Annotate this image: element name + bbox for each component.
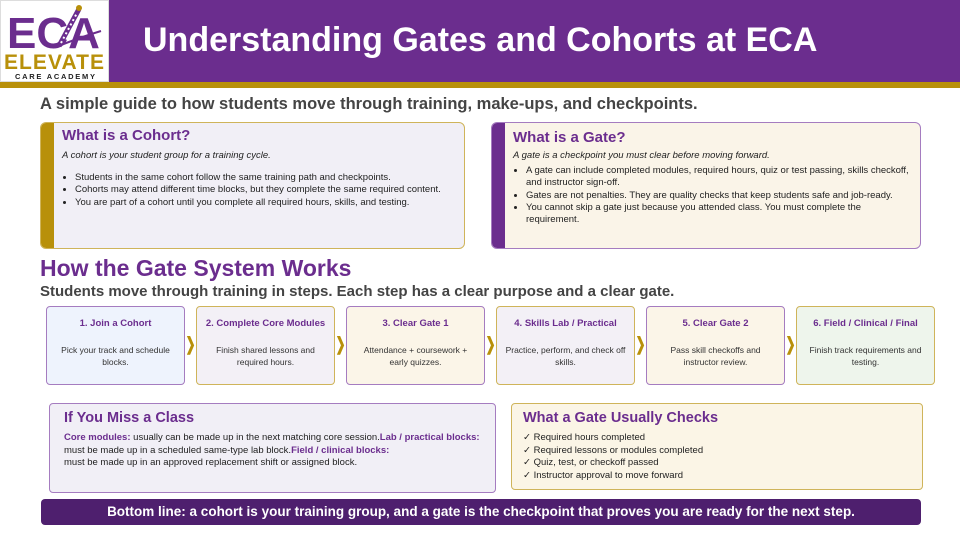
- step-description: Attendance + coursework + early quizzes.: [363, 345, 468, 367]
- check-item: ✓ Required lessons or modules completed: [523, 444, 704, 456]
- missed-class-title: If You Miss a Class: [64, 410, 195, 426]
- step-card: 3. Clear Gate 1 Attendance + coursework +…: [346, 306, 485, 385]
- gate-title: What is a Gate?: [513, 129, 626, 146]
- gate-bullet: Gates are not penalties. They are qualit…: [526, 190, 912, 202]
- cohort-bullet: Cohorts may attend different time blocks…: [75, 184, 461, 196]
- page-subtitle: A simple guide to how students move thro…: [40, 95, 698, 113]
- chevron-right-icon: ❯: [785, 333, 796, 355]
- gate-checks-card: What a Gate Usually Checks ✓ Required ho…: [511, 403, 923, 490]
- gate-bullet: A gate can include completed modules, re…: [526, 165, 912, 190]
- svg-text:ECA: ECA: [7, 9, 100, 58]
- gate-lead: A gate is a checkpoint you must clear be…: [513, 150, 770, 161]
- missed-class-text: Core modules: usually can be made up in …: [64, 432, 480, 468]
- svg-text:ELEVATE: ELEVATE: [4, 51, 104, 74]
- gold-stripe: [0, 82, 960, 88]
- card-accent-bar: [41, 123, 54, 248]
- check-item: ✓ Required hours completed: [523, 432, 646, 443]
- chevron-right-icon: ❯: [185, 333, 196, 355]
- missed-class-card: If You Miss a Class Core modules: usuall…: [49, 403, 496, 493]
- chevron-right-icon: ❯: [335, 333, 346, 355]
- step-card: 5. Clear Gate 2 Pass skill checkoffs and …: [646, 306, 785, 385]
- check-item: ✓ Quiz, test, or checkoff passed: [523, 457, 659, 468]
- svg-text:CARE ACADEMY: CARE ACADEMY: [15, 72, 95, 81]
- step-description: Finish shared lessons and required hours…: [216, 345, 315, 367]
- step-description: Practice, perform, and check off skills.: [505, 345, 626, 367]
- step-description: Finish track requirements and testing.: [809, 345, 922, 367]
- step-title: 4. Skills Lab / Practical: [514, 318, 617, 329]
- step-description: Pass skill checkoffs and instructor revi…: [670, 345, 761, 367]
- gate-bullet: You cannot skip a gate just because you …: [526, 202, 912, 227]
- cohort-bullet: Students in the same cohort follow the s…: [75, 172, 461, 184]
- gate-card: What is a Gate? A gate is a checkpoint y…: [491, 122, 921, 249]
- page-title: Understanding Gates and Cohorts at ECA: [143, 21, 818, 59]
- section-title: How the Gate System Works: [40, 255, 352, 281]
- cohort-bullet: You are part of a cohort until you compl…: [75, 197, 461, 209]
- step-title: 6. Field / Clinical / Final: [813, 318, 918, 329]
- check-item: ✓ Instructor approval to move forward: [523, 469, 684, 481]
- chevron-right-icon: ❯: [635, 333, 646, 355]
- section-subtitle: Students move through training in steps.…: [40, 283, 675, 300]
- cohort-title: What is a Cohort?: [62, 127, 191, 144]
- header-banner: [0, 0, 960, 82]
- bottom-line-banner: Bottom line: a cohort is your training g…: [41, 499, 921, 525]
- eca-logo: ECA ELEVATE CARE ACADEMY: [0, 0, 109, 82]
- gate-checks-title: What a Gate Usually Checks: [523, 410, 719, 426]
- step-title: 3. Clear Gate 1: [382, 318, 449, 329]
- chevron-right-icon: ❯: [485, 333, 496, 355]
- step-description: Pick your track and schedule blocks.: [61, 345, 170, 367]
- cohort-lead: A cohort is your student group for a tra…: [62, 150, 271, 161]
- step-title: 1. Join a Cohort: [79, 318, 152, 329]
- card-accent-bar: [492, 123, 505, 248]
- step-title: 5. Clear Gate 2: [682, 318, 749, 329]
- cohort-card: What is a Cohort? A cohort is your stude…: [40, 122, 465, 249]
- step-title: 2. Complete Core Modules: [205, 318, 326, 329]
